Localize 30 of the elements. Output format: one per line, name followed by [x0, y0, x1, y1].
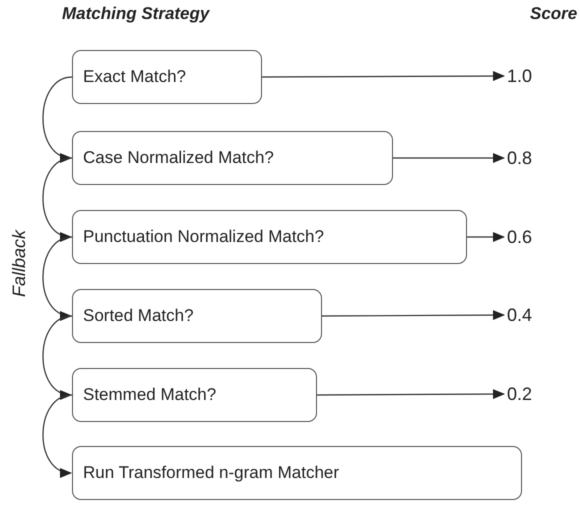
arrow — [42, 157, 72, 240]
arrow — [317, 389, 505, 400]
box-label: Run Transformed n-gram Matcher — [83, 463, 340, 483]
arrow — [42, 315, 72, 398]
process-box — [72, 210, 467, 264]
arrow — [467, 232, 505, 242]
box-label: Case Normalized Match? — [83, 148, 274, 168]
arrow — [42, 236, 72, 319]
process-box — [72, 50, 262, 104]
arrow — [42, 76, 72, 161]
score-value: 0.8 — [507, 144, 532, 172]
box-label: Stemmed Match? — [83, 385, 216, 405]
column-heading: Score — [530, 4, 578, 24]
arrow — [393, 153, 505, 163]
process-box — [72, 131, 393, 185]
arrow — [262, 71, 505, 82]
process-box — [72, 289, 322, 343]
box-label: Exact Match? — [83, 67, 186, 87]
arrow — [42, 394, 72, 476]
score-value: 1.0 — [507, 62, 532, 90]
box-label: Punctuation Normalized Match? — [83, 227, 324, 247]
box-label: Sorted Match? — [83, 306, 194, 326]
axis-label: Fallback — [9, 230, 30, 298]
column-heading: Matching Strategy — [62, 4, 210, 24]
process-box — [72, 446, 522, 500]
arrow — [322, 310, 505, 320]
score-value: 0.4 — [507, 301, 532, 329]
score-value: 0.6 — [507, 223, 532, 251]
score-value: 0.2 — [507, 380, 532, 408]
process-box — [72, 368, 317, 422]
